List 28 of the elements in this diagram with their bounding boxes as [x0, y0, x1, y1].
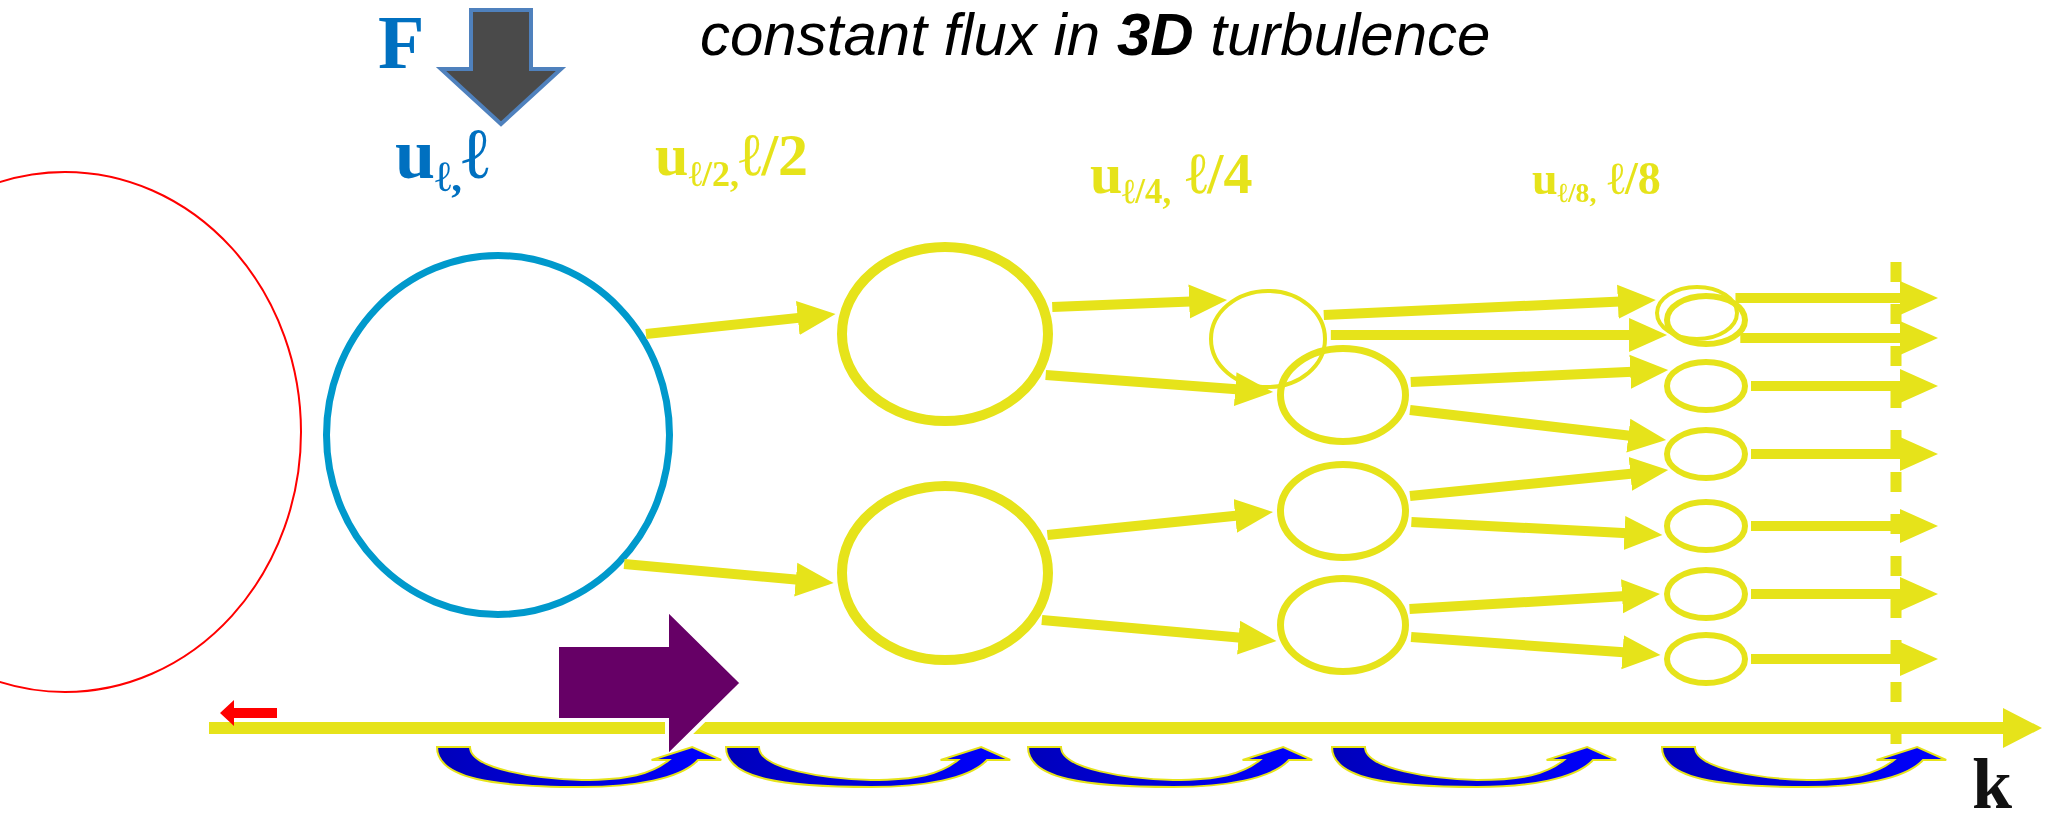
arrow: [1045, 370, 1274, 407]
arrow: [1740, 321, 1938, 355]
arrow: [1411, 516, 1663, 550]
arrow: [1323, 284, 1656, 320]
arrow: [1735, 281, 1938, 315]
axis-label: k: [1972, 748, 2013, 820]
arrow: [1751, 509, 1938, 543]
arrow: [1409, 456, 1669, 501]
arrow: [1041, 615, 1277, 655]
eddy-label: u$_{ℓ/8,}$ ℓ/8: [1532, 156, 1661, 207]
arrow: [1410, 632, 1661, 670]
arrow: [645, 301, 836, 339]
arrow: [1046, 498, 1273, 540]
arrow: [1751, 369, 1938, 403]
arrow: [1409, 405, 1667, 453]
arrow: [1751, 577, 1938, 611]
force-label: F: [378, 4, 425, 80]
arrow: [1410, 354, 1669, 389]
arrow: [1052, 284, 1228, 319]
arrow: [1330, 318, 1668, 352]
arrow: [1409, 579, 1660, 614]
title: constant flux in 3D turbulence: [700, 2, 1491, 68]
arrow: [1751, 642, 1938, 676]
eddy-label: u$_{ℓ/2,}$ℓ/2: [655, 125, 809, 192]
arrow: [1751, 437, 1938, 471]
eddy-label: u$_{ℓ/4,}$ ℓ/4: [1090, 145, 1253, 211]
arrow: [623, 559, 834, 597]
eddy-label: u$_{ℓ,}$ℓ: [395, 118, 490, 199]
